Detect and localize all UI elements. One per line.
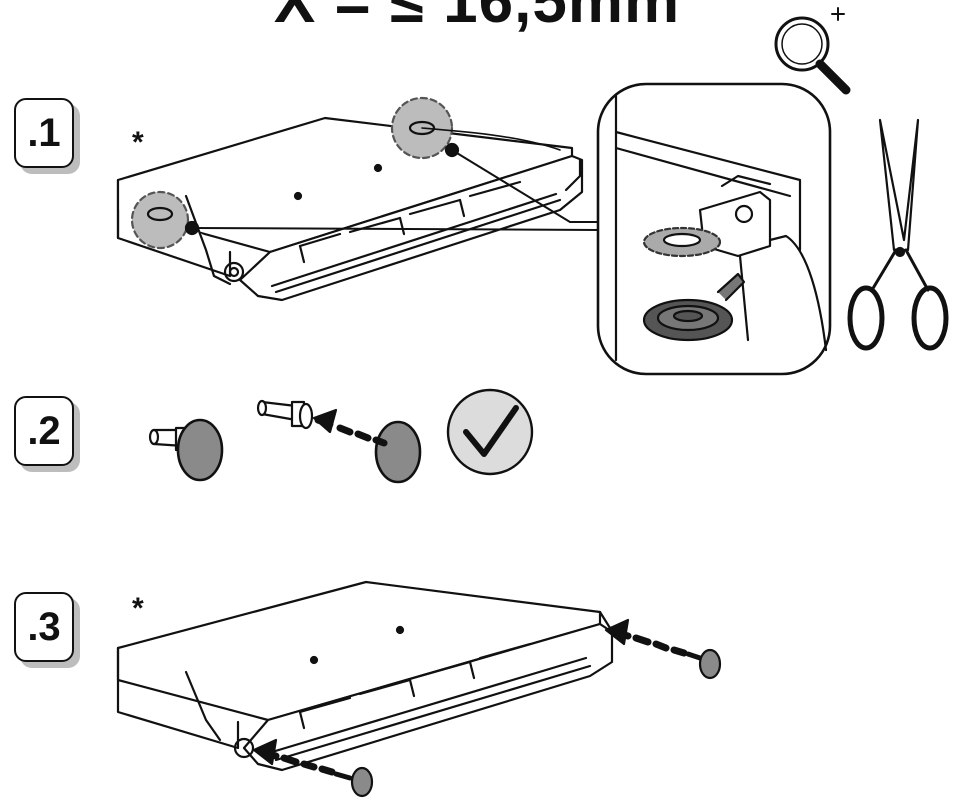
header-formula: X = ≤ 16,5mm xyxy=(273,0,681,36)
screw-arrow-left xyxy=(252,738,374,798)
cap-part-b-assembly xyxy=(256,399,422,484)
step-1-asterisk: * xyxy=(132,126,144,159)
step-badge-1: .1 xyxy=(14,98,74,168)
step-badge-3: .3 xyxy=(14,592,74,662)
drawer-unit-step3 xyxy=(116,580,614,772)
checkmark-icon xyxy=(446,388,534,476)
scissors-icon xyxy=(847,118,949,351)
step-badge-2: .2 xyxy=(14,396,74,466)
screw-arrow-right xyxy=(604,618,722,680)
cap-part-a xyxy=(148,418,224,482)
callout-markers xyxy=(130,96,601,250)
magnifier-plus-icon xyxy=(774,7,851,95)
drawer-unit-step1 xyxy=(116,116,584,302)
step-3-asterisk: * xyxy=(132,592,144,625)
zoom-detail-panel xyxy=(596,82,832,376)
